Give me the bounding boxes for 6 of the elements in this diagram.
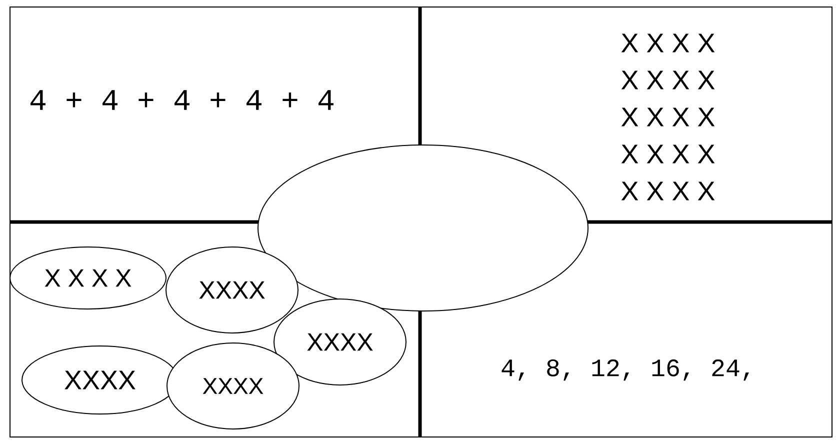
oval: XXXX bbox=[166, 246, 298, 334]
oval: XXXX bbox=[274, 298, 406, 386]
oval: XXXX bbox=[166, 342, 300, 430]
oval: X X X X bbox=[10, 246, 166, 310]
oval: XXXX bbox=[22, 346, 178, 414]
node-label: XXXX bbox=[202, 378, 264, 394]
